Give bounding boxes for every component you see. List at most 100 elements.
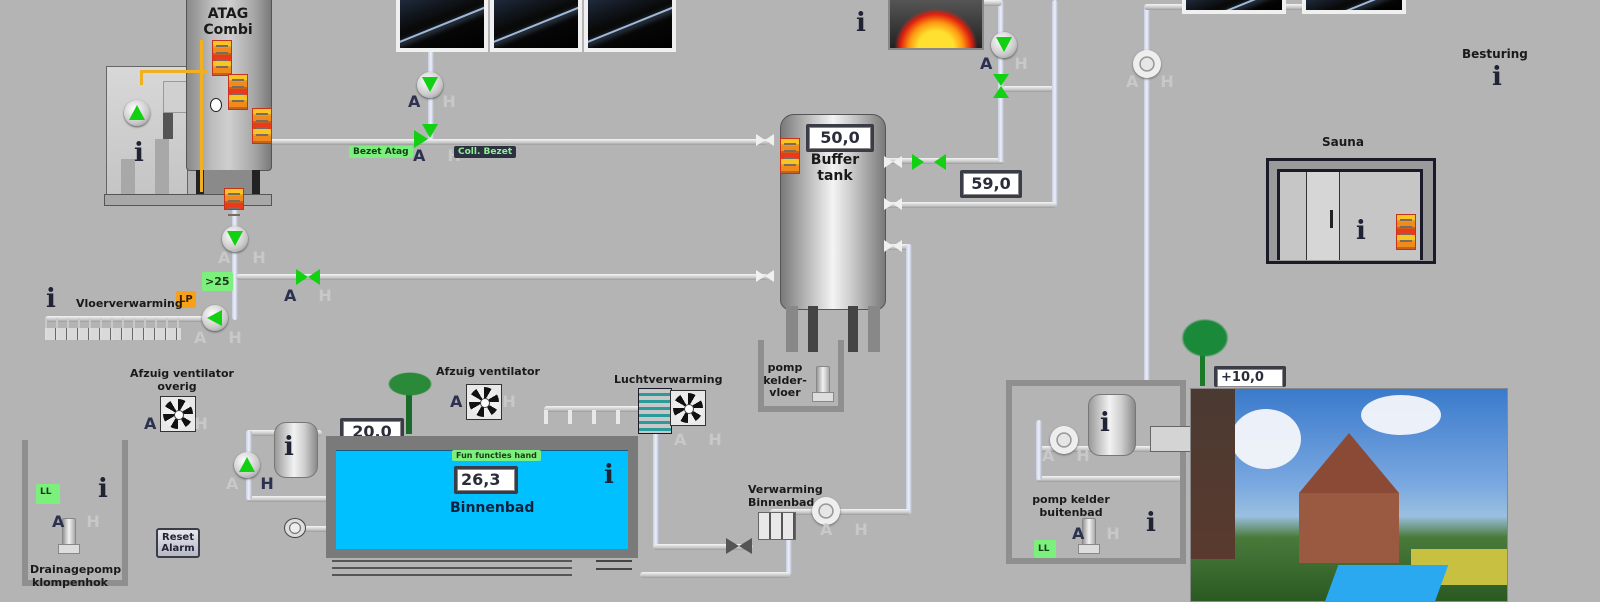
boiler-cabinet[interactable] [106,66,188,198]
boiler-temperature-sensor[interactable] [224,188,244,210]
pipe [236,274,768,280]
buffer-tank-inlet-valve[interactable] [756,134,774,146]
solar-panel[interactable] [1182,0,1286,14]
solar-panel[interactable] [1302,0,1406,14]
sauna-door [1306,172,1340,260]
stove-pump[interactable] [991,32,1017,58]
boiler-temperature-sensor[interactable] [252,108,272,144]
pump-running-icon [129,105,145,120]
buffer-tank-temperature-sensor[interactable] [780,138,800,174]
floor-heating-circulation-pump[interactable] [202,305,228,331]
pool-heating-manifold[interactable] [758,512,796,540]
buffer-tank-temperature: 50,0 [806,124,874,152]
photo-cloud [1231,409,1301,469]
outdoor-pool-heat-exchanger[interactable] [1150,426,1192,452]
pipe [300,526,330,532]
stove-valve[interactable] [993,74,1009,98]
buffer-tank-inlet-valve[interactable] [756,270,774,282]
label-line: klompenhok [32,575,108,589]
indoor-pool-filter-info-icon[interactable]: i [284,432,294,462]
outdoor-pool-filter-vessel[interactable] [1088,394,1136,456]
fan-overig[interactable] [160,396,196,432]
buffer-tank-outlet-valve[interactable] [884,198,902,210]
boiler-temperature-sensor[interactable] [212,40,232,76]
boiler-info-icon[interactable]: i [134,138,144,168]
solar-panel[interactable] [396,0,488,52]
blower-icon[interactable] [284,518,306,538]
indoor-pool-info-icon[interactable]: i [604,460,614,490]
indoor-pool-filter-vessel[interactable] [274,422,318,478]
hand-mode-label: H [854,520,868,539]
cabinet-slot [155,139,169,195]
air-heating-fan[interactable] [670,390,706,426]
boiler-pump[interactable] [124,100,150,126]
boiler-label-line2: Combi [203,22,253,39]
pool-heating-pump[interactable] [812,497,840,525]
indoor-pool-label: Binnenbad [450,500,535,516]
valve-icon [912,154,946,170]
pool-heating-valve[interactable] [726,538,752,554]
besturing-info-icon[interactable]: i [1492,62,1502,92]
outdoor-pool-pump[interactable] [1050,426,1078,454]
hand-mode-label: H [1106,524,1120,543]
valve-icon [739,538,752,554]
cellar-floor-pump[interactable] [812,366,834,402]
floor-heating-info-icon[interactable]: i [46,284,56,314]
floor-heating-supply-pump[interactable] [222,226,248,252]
stove[interactable] [888,0,984,50]
three-way-valve[interactable] [414,124,438,148]
air-heating-coil[interactable] [638,388,672,434]
hand-mode-label: H [708,430,722,449]
tree-trunk [1200,344,1205,386]
auto-mode-label: A [413,146,426,165]
outdoor-pool-filter-info-icon[interactable]: i [1100,408,1110,438]
boiler-temperature-sensor[interactable] [228,74,248,110]
buffer-tank-outlet-valve[interactable] [884,156,902,168]
palm-leaves [384,370,436,398]
house-photo[interactable] [1190,388,1508,602]
pipe [906,244,912,514]
buffer-tank-outlet-valve[interactable] [884,240,902,252]
floor-heating-valve[interactable] [296,269,320,285]
fan-binnenbad[interactable] [466,384,502,420]
solar-panel[interactable] [490,0,582,52]
hand-mode-label: H [1160,72,1174,91]
outdoor-pool-cellar [1006,380,1186,564]
sauna-heater[interactable] [1396,214,1416,250]
solar-panel[interactable] [584,0,676,52]
buffer-three-way-valve[interactable] [912,154,946,170]
besturing-label: Besturing [1462,47,1528,61]
drainage-info-icon[interactable]: i [98,474,108,504]
fan-icon [163,399,193,429]
outdoor-pool-cellar-pump[interactable] [1078,518,1100,554]
solar-pump[interactable] [417,72,443,98]
drainage-pump[interactable] [58,518,80,554]
outdoor-pool-circulation-pump[interactable] [1133,50,1161,78]
valve-icon [726,538,739,554]
label-line: Verwarming [748,483,823,496]
sauna-label: Sauna [1322,135,1364,149]
sauna-info-icon[interactable]: i [1356,216,1366,246]
stove-info-icon[interactable]: i [856,8,866,38]
label-line: vloer [769,386,801,400]
air-duct [544,410,638,424]
indoor-pool-pump[interactable] [234,452,260,478]
outdoor-pool-cellar-info-icon[interactable]: i [1146,508,1156,538]
